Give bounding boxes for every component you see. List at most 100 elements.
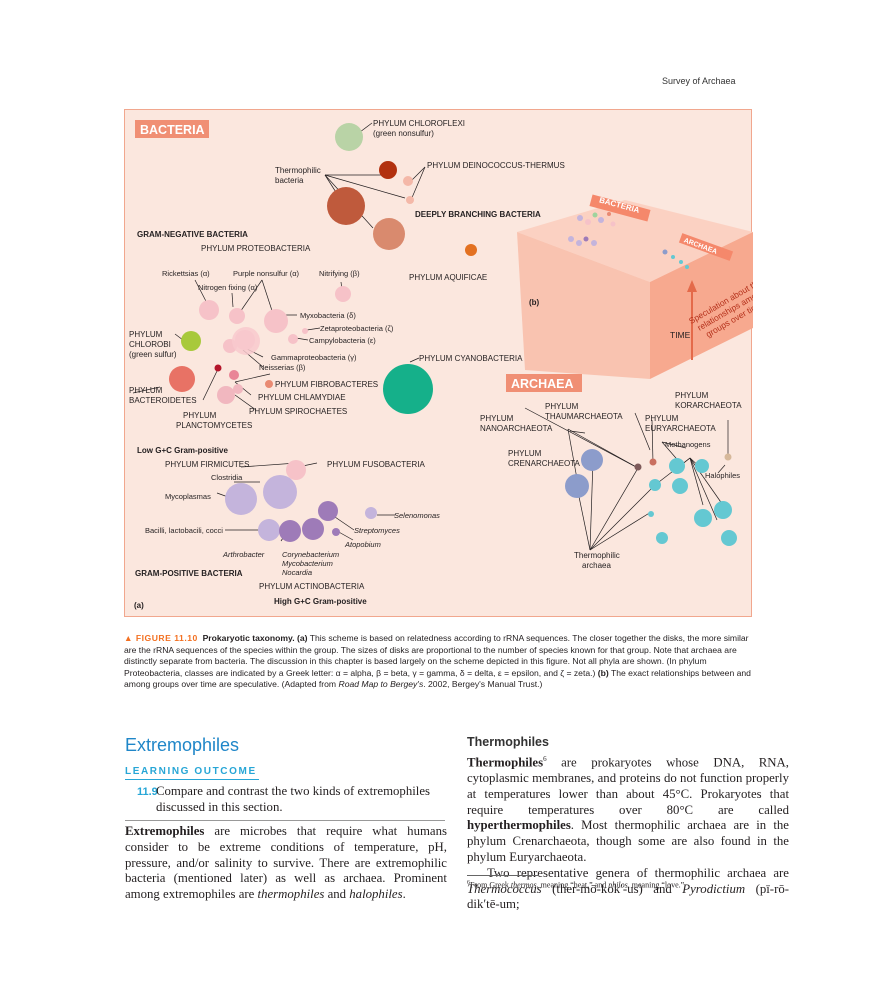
label-coryne-2: Mycobacterium bbox=[282, 559, 333, 568]
label-deinococcus: PHYLUM DEINOCOCCUS-THERMUS bbox=[427, 161, 565, 170]
label-eury-2: EURYARCHAEOTA bbox=[645, 424, 716, 433]
disk-deinococcus-1 bbox=[379, 161, 397, 179]
term-thermophiles-bold: Thermophiles bbox=[467, 755, 544, 770]
running-head: Survey of Archaea bbox=[662, 76, 736, 86]
label-chlamydiae: PHYLUM CHLAMYDIAE bbox=[258, 393, 346, 402]
label-chlorobi-3: (green sulfur) bbox=[129, 350, 177, 359]
disk-crenarchaeota-1 bbox=[581, 449, 603, 471]
caption-text-a: This scheme is based on relatedness acco… bbox=[124, 633, 749, 678]
term-hyperthermophiles: hyperthermophiles bbox=[467, 818, 571, 833]
disk-cyanobacteria bbox=[383, 364, 433, 414]
fn-t3: , meaning “love.” bbox=[627, 880, 685, 890]
disk-methanogen-4 bbox=[649, 479, 661, 491]
disk-selenomonas bbox=[365, 507, 377, 519]
disk-actino bbox=[302, 518, 324, 540]
label-arthrobacter: Arthrobacter bbox=[222, 550, 265, 559]
disk-halophile-3 bbox=[721, 530, 737, 546]
thermophiles-paragraph-1: Thermophiles6 are prokaryotes whose DNA,… bbox=[467, 752, 789, 866]
disk-methanogen-6 bbox=[656, 532, 668, 544]
disk-methanogen-1 bbox=[669, 458, 685, 474]
para-and: and bbox=[324, 887, 350, 902]
figure-11-10: BACTERIA ARCHAEA TIME Speculation about … bbox=[124, 109, 767, 617]
label-chlorobi-1: PHYLUM bbox=[129, 330, 163, 339]
label-gamma: Gammaproteobacteria (γ) bbox=[271, 353, 357, 362]
label-halophiles: Halophiles bbox=[705, 471, 740, 480]
label-spirochaetes: PHYLUM SPIROCHAETES bbox=[249, 407, 347, 416]
disk-zeta bbox=[302, 328, 308, 334]
label-bacteroidetes-1: PHYLUM bbox=[129, 386, 163, 395]
label-nitrogen-fixing: Nitrogen fixing (α) bbox=[198, 283, 258, 292]
label-bacteroidetes-2: BACTEROIDETES bbox=[129, 396, 197, 405]
disk-deep-branch bbox=[373, 218, 405, 250]
label-nano-1: PHYLUM bbox=[480, 414, 514, 423]
label-coryne-1: Corynebacterium bbox=[282, 550, 339, 559]
label-streptomyces: Streptomyces bbox=[354, 526, 400, 535]
label-nitrifying: Nitrifying (β) bbox=[319, 269, 360, 278]
disk-fusobacteria bbox=[286, 460, 306, 480]
disk-atopobium bbox=[332, 528, 340, 536]
panel-b-label: (b) bbox=[529, 298, 540, 307]
label-cren-1: PHYLUM bbox=[508, 449, 542, 458]
fn-thermos: thermos bbox=[510, 880, 537, 890]
label-nano-2: NANOARCHAEOTA bbox=[480, 424, 553, 433]
caption-text-b: The exact relationships between and amon… bbox=[124, 667, 751, 690]
prokaryotic-taxonomy-diagram: BACTERIA ARCHAEA TIME Speculation about … bbox=[129, 119, 767, 610]
label-gram-positive: GRAM-POSITIVE BACTERIA bbox=[135, 569, 243, 578]
disk-deinococcus-3 bbox=[406, 196, 414, 204]
disk-bacilli bbox=[258, 519, 280, 541]
label-firmicutes: PHYLUM FIRMICUTES bbox=[165, 460, 249, 469]
panel-a-label: (a) bbox=[134, 601, 144, 610]
bacteria-badge-bg bbox=[135, 120, 209, 138]
term-extremophiles: Extremophiles bbox=[125, 824, 205, 838]
thermophiles-body: Thermophiles6 are prokaryotes whose DNA,… bbox=[467, 752, 789, 913]
disk-campylo bbox=[288, 334, 298, 344]
label-thermophilic-2: bacteria bbox=[275, 176, 304, 185]
label-aquificae: PHYLUM AQUIFICAE bbox=[409, 273, 487, 282]
disk-halophile-2 bbox=[714, 501, 732, 519]
label-thaum-1: PHYLUM bbox=[545, 402, 579, 411]
disk-chlorobi bbox=[181, 331, 201, 351]
footnote-rule bbox=[467, 875, 539, 876]
label-neisserias: Neisserias (β) bbox=[259, 363, 306, 372]
fn-t2: , meaning “heat,” and bbox=[536, 880, 609, 890]
disk-chlamydiae bbox=[233, 384, 243, 394]
disk-planctomycetes bbox=[217, 386, 235, 404]
para-text: are microbes that require what humans co… bbox=[125, 824, 447, 902]
thermo-p2-text: Two representative genera of thermophili… bbox=[487, 865, 789, 880]
time-label: TIME bbox=[670, 330, 691, 340]
label-selenomonas: Selenomonas bbox=[394, 511, 440, 520]
disk-purple-nonsulfur bbox=[264, 309, 288, 333]
label-korarch-2: KORARCHAEOTA bbox=[675, 401, 742, 410]
bacteria-disks bbox=[169, 123, 477, 542]
thermophiles-heading: Thermophiles bbox=[467, 735, 549, 749]
label-methanogens: Methanogens bbox=[665, 440, 711, 449]
label-purple-nonsulfur: Purple nonsulfur (α) bbox=[233, 269, 300, 278]
para-end: . bbox=[402, 887, 406, 902]
fn-philos: philos bbox=[608, 880, 628, 890]
disk-deinococcus-2 bbox=[403, 176, 413, 186]
label-campylo: Campylobacteria (ε) bbox=[309, 336, 376, 345]
disk-aquificae bbox=[465, 244, 477, 256]
section-title: Extremophiles bbox=[125, 735, 240, 755]
disk-korarchaeota bbox=[724, 453, 732, 461]
label-korarch-1: PHYLUM bbox=[675, 391, 709, 400]
label-eury-1: PHYLUM bbox=[645, 414, 679, 423]
archaea-badge: ARCHAEA bbox=[511, 377, 574, 391]
learning-outcome-text: Compare and contrast the two kinds of ex… bbox=[156, 784, 431, 814]
label-chloroflexi-1: PHYLUM CHLOROFLEXI bbox=[373, 119, 465, 128]
caption-title: Prokaryotic taxonomy. bbox=[202, 633, 295, 643]
caption-a-marker: (a) bbox=[296, 633, 308, 643]
learning-outcome-number: 11.9 bbox=[137, 786, 158, 798]
label-high-gc: High G+C Gram-positive bbox=[274, 597, 367, 606]
caption-b-marker: (b) bbox=[597, 667, 609, 678]
thermo-text-2: . Most thermophilic archaea are in the p… bbox=[467, 818, 789, 865]
disk-nitrogen-fixing bbox=[229, 308, 245, 324]
label-mycoplasmas: Mycoplasmas bbox=[165, 492, 211, 501]
thermophiles-paragraph-2: Two representative genera of thermophili… bbox=[467, 866, 789, 913]
pron-2: (pī-rō-dik′tē-um; bbox=[467, 881, 789, 912]
learning-outcome-heading: LEARNING OUTCOME bbox=[125, 766, 257, 777]
label-cyanobacteria: PHYLUM CYANOBACTERIA bbox=[419, 354, 523, 363]
label-rickettsias: Rickettsias (α) bbox=[162, 269, 210, 278]
pron-1: (ther-mō-kok′-us) and bbox=[541, 881, 683, 896]
label-proteobacteria: PHYLUM PROTEOBACTERIA bbox=[201, 244, 311, 253]
